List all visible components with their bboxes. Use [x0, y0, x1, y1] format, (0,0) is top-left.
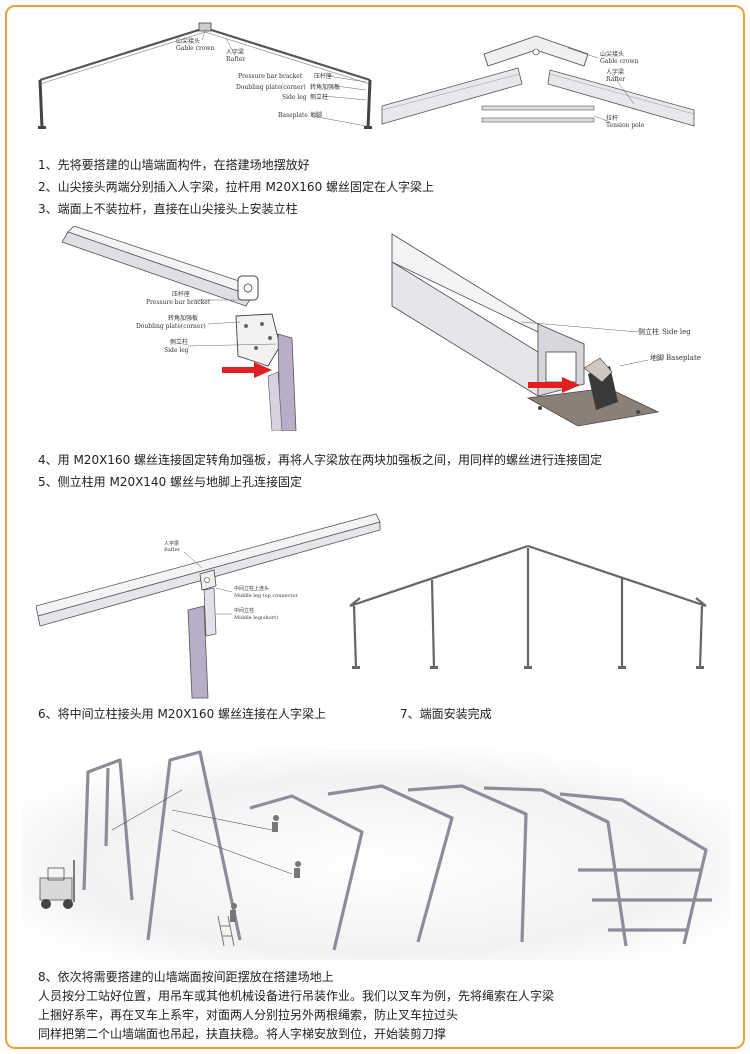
connector-cn: 中间立柱上连头 [234, 585, 269, 592]
baseplate-cn: 地脚 [650, 353, 664, 362]
pressure-bar-cn: 压杆座 [314, 72, 332, 80]
step-6: 6、将中间立柱接头用 M20X160 螺丝连接在人字梁上 [38, 707, 327, 721]
rafter-cn: 人字梁 [226, 48, 244, 56]
step-1: 1、先将要搭建的山墙端面构件，在搭建场地摆放好 [38, 158, 310, 172]
baseplate-cn: 地脚 [310, 111, 322, 119]
gable-end-frame [349, 544, 707, 669]
step-8-line-2: 人员按分工站好位置，用吊车或其他机械设备进行吊装作业。我们以叉车为例，先将绳索在… [38, 989, 555, 1003]
rafter-cn: 人字梁 [164, 540, 179, 547]
pressure-bar-en: Pressure bar bracket [238, 73, 303, 80]
rafter-left [381, 67, 523, 125]
forklift [39, 860, 75, 909]
step-4: 4、用 M20X160 螺丝连接固定转角加强板，再将人字梁放在两块加强板之间，用… [38, 453, 603, 467]
figure-completed-gable [340, 540, 720, 675]
step-8-line-3: 上捆好系牢，再在叉车上系牢，对面两人分别拉另外两根绳索，防止叉车拉过头 [38, 1008, 459, 1022]
baseplate [526, 357, 660, 427]
frame-lines [38, 22, 372, 129]
step-8-paragraph: 8、依次将需要搭建的山墙端面按间距摆放在搭建场地上 人员按分工站好位置，用吊车或… [38, 968, 698, 1044]
middle-leg-en: Middle leg(short) [234, 614, 278, 621]
side-leg-en: Side leg [662, 328, 691, 336]
figure-gable-crown-exploded: 山尖接头 Gable crown 人字梁 Rafter 拉杆 Tension p… [378, 18, 723, 143]
connector-en: Middle leg top connector [234, 593, 298, 599]
pressure-bar-cn: 压杆座 [172, 290, 190, 298]
figure-gable-frame: 山尖接头 Gable crown 人字梁 Rafter Pressure bar… [30, 18, 375, 138]
rafter-beam [61, 226, 259, 307]
tension-pole-en: Tension pole [606, 122, 645, 129]
frames [82, 750, 712, 951]
step-8-line-1: 8、依次将需要搭建的山墙端面按间距摆放在搭建场地上 [38, 970, 334, 984]
gable-crown-part [483, 35, 589, 67]
side-leg-cn: 侧立柱 [170, 338, 188, 346]
rafter-cn: 人字梁 [606, 68, 624, 76]
rafter-en: Rafter [606, 76, 625, 83]
step-8-line-4: 同样把第二个山墙端面也吊起，扶直扶稳。将人字梯安放到位，开始装剪刀撑 [38, 1027, 447, 1041]
side-leg [267, 333, 297, 431]
gable-crown-en: Gable crown [176, 45, 215, 52]
step-2: 2、山尖接头两端分别插入人字梁，拉杆用 M20X160 螺丝固定在人字梁上 [38, 180, 435, 194]
step-7: 7、端面安装完成 [400, 707, 492, 721]
figure-lifting-sequence [22, 750, 730, 960]
ropes [111, 789, 293, 875]
ladder [217, 915, 235, 947]
baseplate-en: Baseplate [666, 354, 701, 362]
gable-crown-cn: 山尖接头 [600, 50, 624, 58]
middle-leg [187, 569, 217, 699]
side-leg-cn: 侧立柱 [638, 327, 659, 336]
step-3: 3、端面上不装拉杆，直接在山尖接头上安装立柱 [38, 202, 298, 216]
figure-corner-connection: 压杆座 Pressure bar bracket 转角加强板 Doubling … [40, 226, 340, 431]
side-leg-cn: 侧立柱 [310, 93, 328, 101]
side-leg-en: Side leg [282, 94, 307, 101]
rafter-right [547, 69, 695, 127]
workers [230, 815, 301, 922]
figure-middle-leg: 人字梁 Rafter 中间立柱上连头 Middle leg top connec… [36, 510, 386, 700]
rafter-en: Rafter [226, 56, 245, 63]
side-leg-en: Side leg [164, 347, 189, 354]
leader-lines [201, 28, 367, 127]
doubling-plate-en: Doubling plate(corner) [236, 84, 306, 91]
side-leg-box [391, 233, 585, 397]
tension-pole-part [481, 105, 595, 123]
figure-baseplate-connection: 侧立柱 Side leg 地脚 Baseplate [388, 226, 718, 436]
doubling-plate-cn: 转角加强板 [168, 314, 198, 322]
doubling-plate [235, 313, 281, 367]
doubling-plate-en: Doubling plate(corner) [136, 323, 206, 330]
doubling-plate-cn: 转角加强板 [310, 83, 340, 91]
red-arrow [528, 377, 580, 393]
gable-crown-en: Gable crown [600, 58, 639, 65]
tension-pole-cn: 拉杆 [606, 114, 618, 122]
red-arrow [222, 362, 272, 378]
middle-leg-cn: 中间立柱 [234, 607, 254, 614]
step-5: 5、侧立柱用 M20X140 螺丝与地脚上孔连接固定 [38, 475, 303, 489]
rafter-en: Rafter [164, 547, 181, 553]
pressure-bar-en: Pressure bar bracket [146, 299, 211, 306]
baseplate-en: Baseplate [278, 112, 308, 119]
gable-crown-cn: 山尖接头 [176, 37, 200, 45]
